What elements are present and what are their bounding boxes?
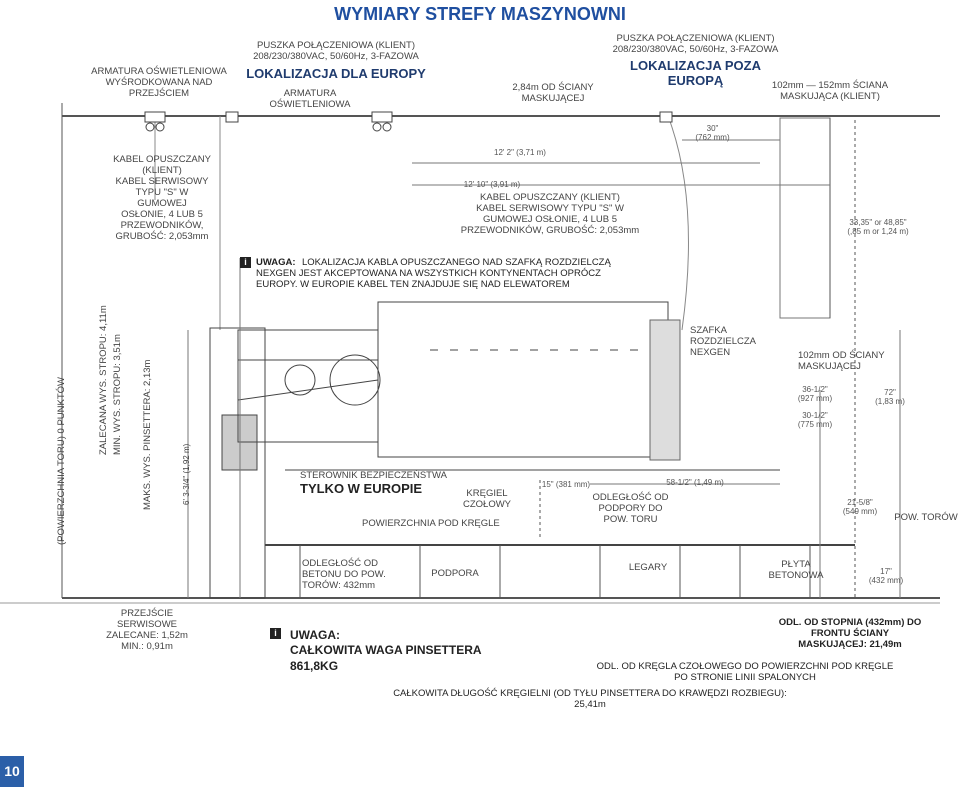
floor-surface-right-label: POW. TORÓW (894, 512, 958, 523)
dim-72: 72" (1,83 m) (875, 388, 905, 406)
page-number: 10 (0, 756, 24, 787)
dim-58: 58-1/2" (1,49 m) (666, 478, 724, 487)
step-distance-label: ODL. OD STOPNIA (432mm) DO FRONTU ŚCIANY… (778, 617, 922, 650)
dim-12-10: 12' 10" (3,91 m) (463, 180, 521, 189)
location-non-eu: LOKALIZACJA POZA EUROPĄ (630, 58, 761, 88)
pushbutton-eu-spec: PUSZKA POŁĄCZENIOWA (KLIENT) 208/230/380… (253, 40, 419, 62)
dim-12-2: 12' 2" (3,71 m) (494, 148, 546, 157)
mask-wall-distance: 2,84m OD ŚCIANY MASKUJĄCEJ (512, 82, 594, 104)
dim-21: 21-5/8" (549 mm) (842, 498, 878, 516)
v-ceiling-rec: ZALECANA WYS. STROPU: 4,11m (98, 305, 109, 455)
dim-30: 30" (762 mm) (695, 124, 730, 142)
lamp-icon (144, 111, 166, 123)
lighting-fixture-label: ARMATURA OŚWIETLENIOWA (269, 88, 351, 110)
controller-label-2: TYLKO W EUROPIE (300, 481, 423, 496)
pinsetter-deck (377, 301, 669, 458)
v-surface-points: (POWIERZCHNIA TORU) 0 PUNKTÓW (56, 376, 67, 545)
mask-wall (779, 117, 831, 319)
weight-text: CAŁKOWITA WAGA PINSETTERA 861,8KG (290, 643, 482, 673)
pushbutton-non-eu-spec: PUSZKA POŁĄCZENIOWA (KLIENT) 208/230/380… (612, 33, 779, 55)
cable-left-label: KABEL OPUSZCZANY (KLIENT) KABEL SERWISOW… (113, 154, 211, 242)
nexgen-cabinet (649, 319, 681, 461)
lighting-center-label: ARMATURA OŚWIETLENIOWA WYŚRODKOWANA NAD … (91, 66, 227, 99)
note-text: LOKALIZACJA KABLA OPUSZCZANEGO NAD SZAFK… (256, 257, 611, 290)
headpin-distance-label: ODL. OD KRĘGLA CZOŁOWEGO DO POWIERZCHNI … (596, 661, 894, 683)
wall-102-label: 102mm OD ŚCIANY MASKUJĄCEJ (798, 350, 885, 372)
mask-wall-range: 102mm — 152mm ŚCIANA MASKUJĄCA (KLIENT) (771, 80, 889, 102)
lamp-icon (371, 111, 393, 123)
support-label: PODPORA (431, 568, 479, 579)
dim-33: 33,35" or 48,85" (,85 m or 1,24 m) (847, 218, 909, 236)
total-length-label: CAŁKOWITA DŁUGOŚĆ KRĘGIELNI (OD TYŁU PIN… (393, 688, 787, 710)
warning-icon: i (270, 628, 281, 639)
cabinet-label: SZAFKA ROZDZIELCZA NEXGEN (690, 325, 756, 358)
concrete-distance-label: ODLEGŁOŚĆ OD BETONU DO POW. TORÓW: 432mm (302, 558, 386, 591)
dim-17: 17" (432 mm) (868, 567, 904, 585)
slab-label: PŁYTA BETONOWA (768, 559, 824, 581)
weight-label: UWAGA: (290, 628, 340, 642)
lane-surface-label: POWIERZCHNIA POD KRĘGLE (362, 518, 500, 529)
junction-box-icon (225, 111, 239, 123)
floor-distance-label: ODLEGŁOŚĆ OD PODPORY DO POW. TORU (592, 492, 669, 525)
dim-15: 15" (381 mm) (541, 480, 591, 489)
controller-label-1: STEROWNIK BEZPIECZEŃSTWA (300, 470, 447, 481)
note-label: UWAGA: (256, 257, 296, 268)
warning-icon: i (240, 257, 251, 268)
service-passage-label: PRZEJŚCIE SERWISOWE ZALECANE: 1,52m MIN.… (106, 608, 188, 652)
headpin-label: KRĘGIEL CZOŁOWY (462, 488, 512, 510)
dim-30-5: 30-1/2" (775 mm) (797, 411, 833, 429)
v-max-height: MAKS. WYS. PINSETTERA: 2,13m (142, 359, 153, 510)
joists-label: LEGARY (628, 562, 668, 573)
page-title: WYMIARY STREFY MASZYNOWNI (334, 4, 626, 24)
dim-36: 36-1/2" (927 mm) (797, 385, 833, 403)
cable-center-label: KABEL OPUSZCZANY (KLIENT) KABEL SERWISOW… (460, 192, 640, 236)
v-ceiling-min: MIN. WYS. STROPU: 3,51m (112, 334, 123, 455)
pinsetter-left-frame (209, 327, 266, 599)
v-dim-632: 6' 3-3/4" (1,92 m) (182, 443, 191, 505)
junction-box-icon (659, 111, 673, 123)
location-eu: LOKALIZACJA DLA EUROPY (246, 66, 426, 81)
